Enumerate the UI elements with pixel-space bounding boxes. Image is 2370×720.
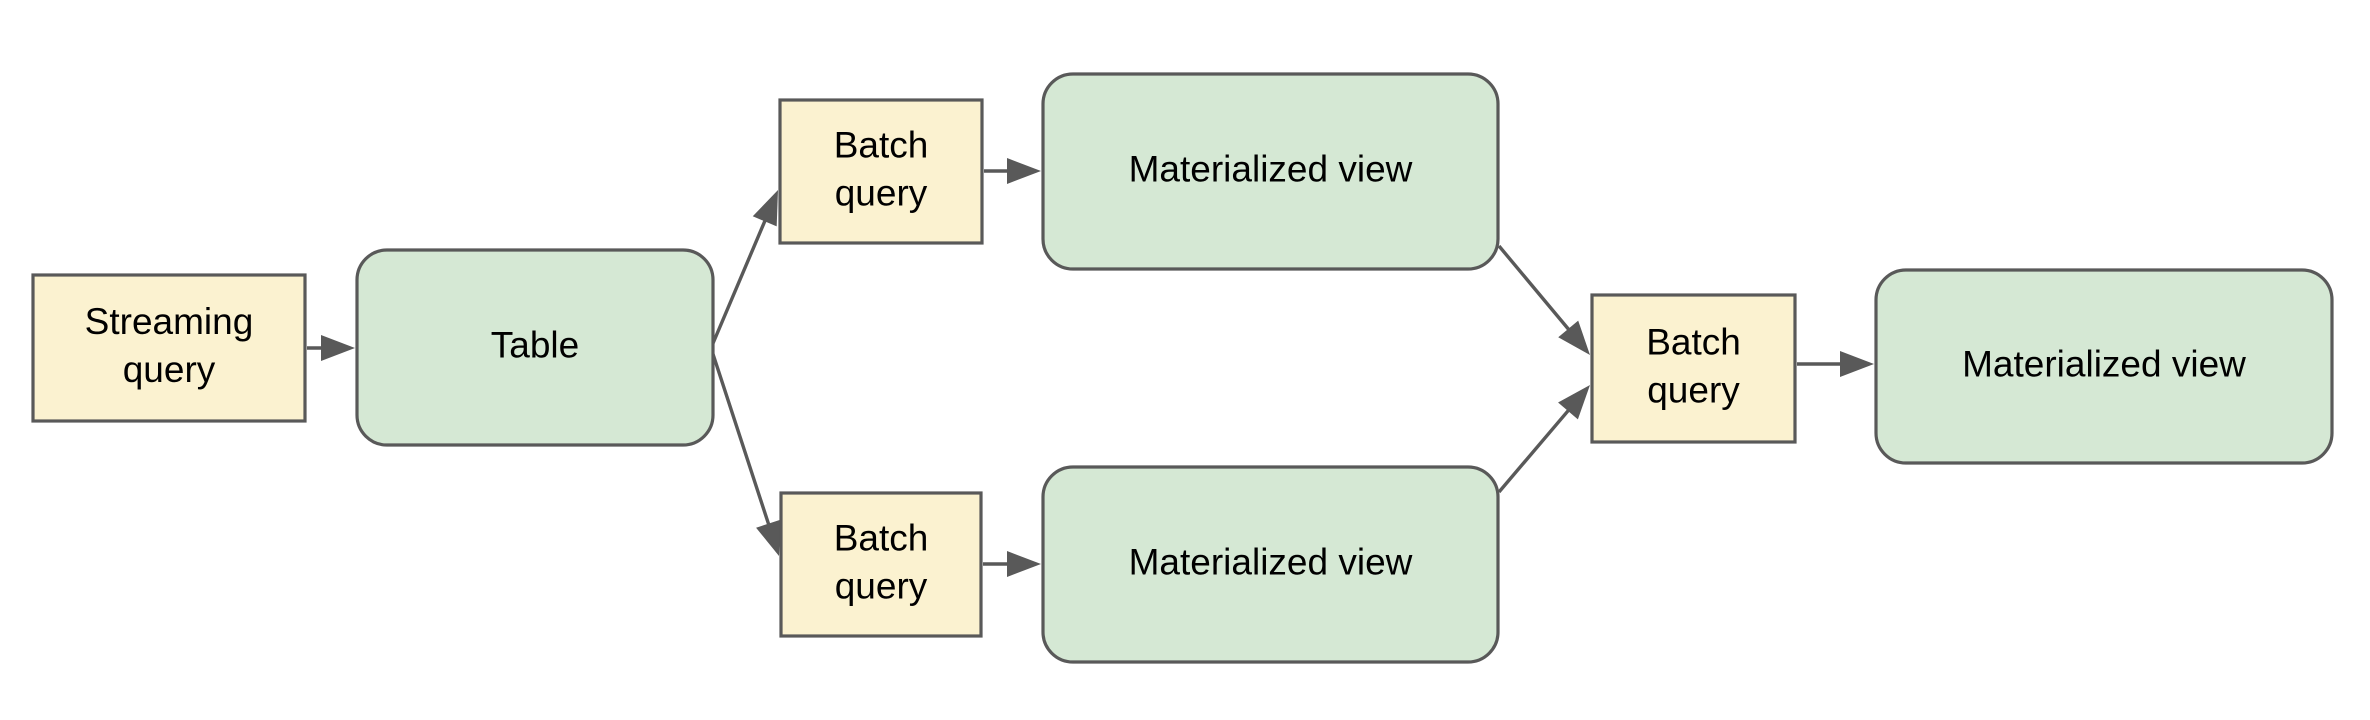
node-materialized-view-top[interactable]: Materialized view xyxy=(1041,72,1500,271)
edge-table-to-batch-query-top xyxy=(709,190,778,349)
node-shape-rounded-rectangle xyxy=(355,248,715,447)
node-shape-rectangle xyxy=(31,273,307,423)
arrowhead-icon xyxy=(1840,351,1874,377)
node-layer: StreamingqueryTableBatchqueryMaterialize… xyxy=(31,72,2334,664)
edge-streaming-query-to-table xyxy=(307,335,355,361)
edge-batch-query-top-to-materialized-view-top xyxy=(984,158,1041,184)
node-batch-query-join[interactable]: Batch query xyxy=(1590,293,1797,444)
arrowhead-icon xyxy=(1007,551,1041,577)
node-label-materialized-view-bottom: Materialized view xyxy=(1129,541,1413,582)
node-streaming-query[interactable]: Streaming query xyxy=(31,273,307,423)
node-shape-rounded-rectangle xyxy=(1874,268,2334,465)
node-materialized-view-final[interactable]: Materialized view xyxy=(1874,268,2334,465)
node-shape-rounded-rectangle xyxy=(1041,72,1500,271)
node-materialized-view-bottom[interactable]: Materialized view xyxy=(1041,465,1500,664)
node-label-materialized-view-top: Materialized view xyxy=(1129,148,1413,189)
edge-batch-query-join-to-materialized-view-final xyxy=(1797,351,1874,377)
arrowhead-icon xyxy=(756,519,781,556)
node-label-batch-query-join: query xyxy=(1647,369,1740,410)
node-batch-query-top[interactable]: Batch query xyxy=(778,98,984,245)
arrowhead-icon xyxy=(1558,385,1590,420)
node-label-batch-query-join: Batch xyxy=(1646,321,1741,362)
node-label-batch-query-top: query xyxy=(835,172,928,213)
edge-layer xyxy=(307,158,1874,577)
edge-batch-query-bottom-to-materialized-view-bottom xyxy=(983,551,1041,577)
arrowhead-icon xyxy=(321,335,355,361)
node-label-streaming-query: query xyxy=(123,349,216,390)
edge-line xyxy=(1497,244,1574,335)
arrowhead-icon xyxy=(752,190,778,227)
node-label-batch-query-top: Batch xyxy=(834,124,929,165)
edge-line xyxy=(1497,405,1574,494)
node-shape-rounded-rectangle xyxy=(1041,465,1500,664)
node-shape-rectangle xyxy=(778,98,984,245)
node-label-materialized-view-final: Materialized view xyxy=(1962,343,2246,384)
node-label-batch-query-bottom: query xyxy=(835,565,928,606)
node-shape-rectangle xyxy=(1590,293,1797,444)
edge-line xyxy=(709,347,772,530)
edge-materialized-view-bottom-to-batch-query-join xyxy=(1497,385,1590,494)
node-shape-rectangle xyxy=(779,491,983,638)
node-table[interactable]: Table xyxy=(355,248,715,447)
node-label-streaming-query: Streaming xyxy=(85,301,254,342)
node-label-batch-query-bottom: Batch xyxy=(834,517,929,558)
edge-materialized-view-top-to-batch-query-join xyxy=(1497,244,1590,355)
arrowhead-icon xyxy=(1007,158,1041,184)
edge-table-to-batch-query-bottom xyxy=(709,347,781,556)
node-batch-query-bottom[interactable]: Batch query xyxy=(779,491,983,638)
arrowhead-icon xyxy=(1558,320,1590,355)
edge-line xyxy=(709,215,769,349)
node-label-table: Table xyxy=(491,324,579,365)
